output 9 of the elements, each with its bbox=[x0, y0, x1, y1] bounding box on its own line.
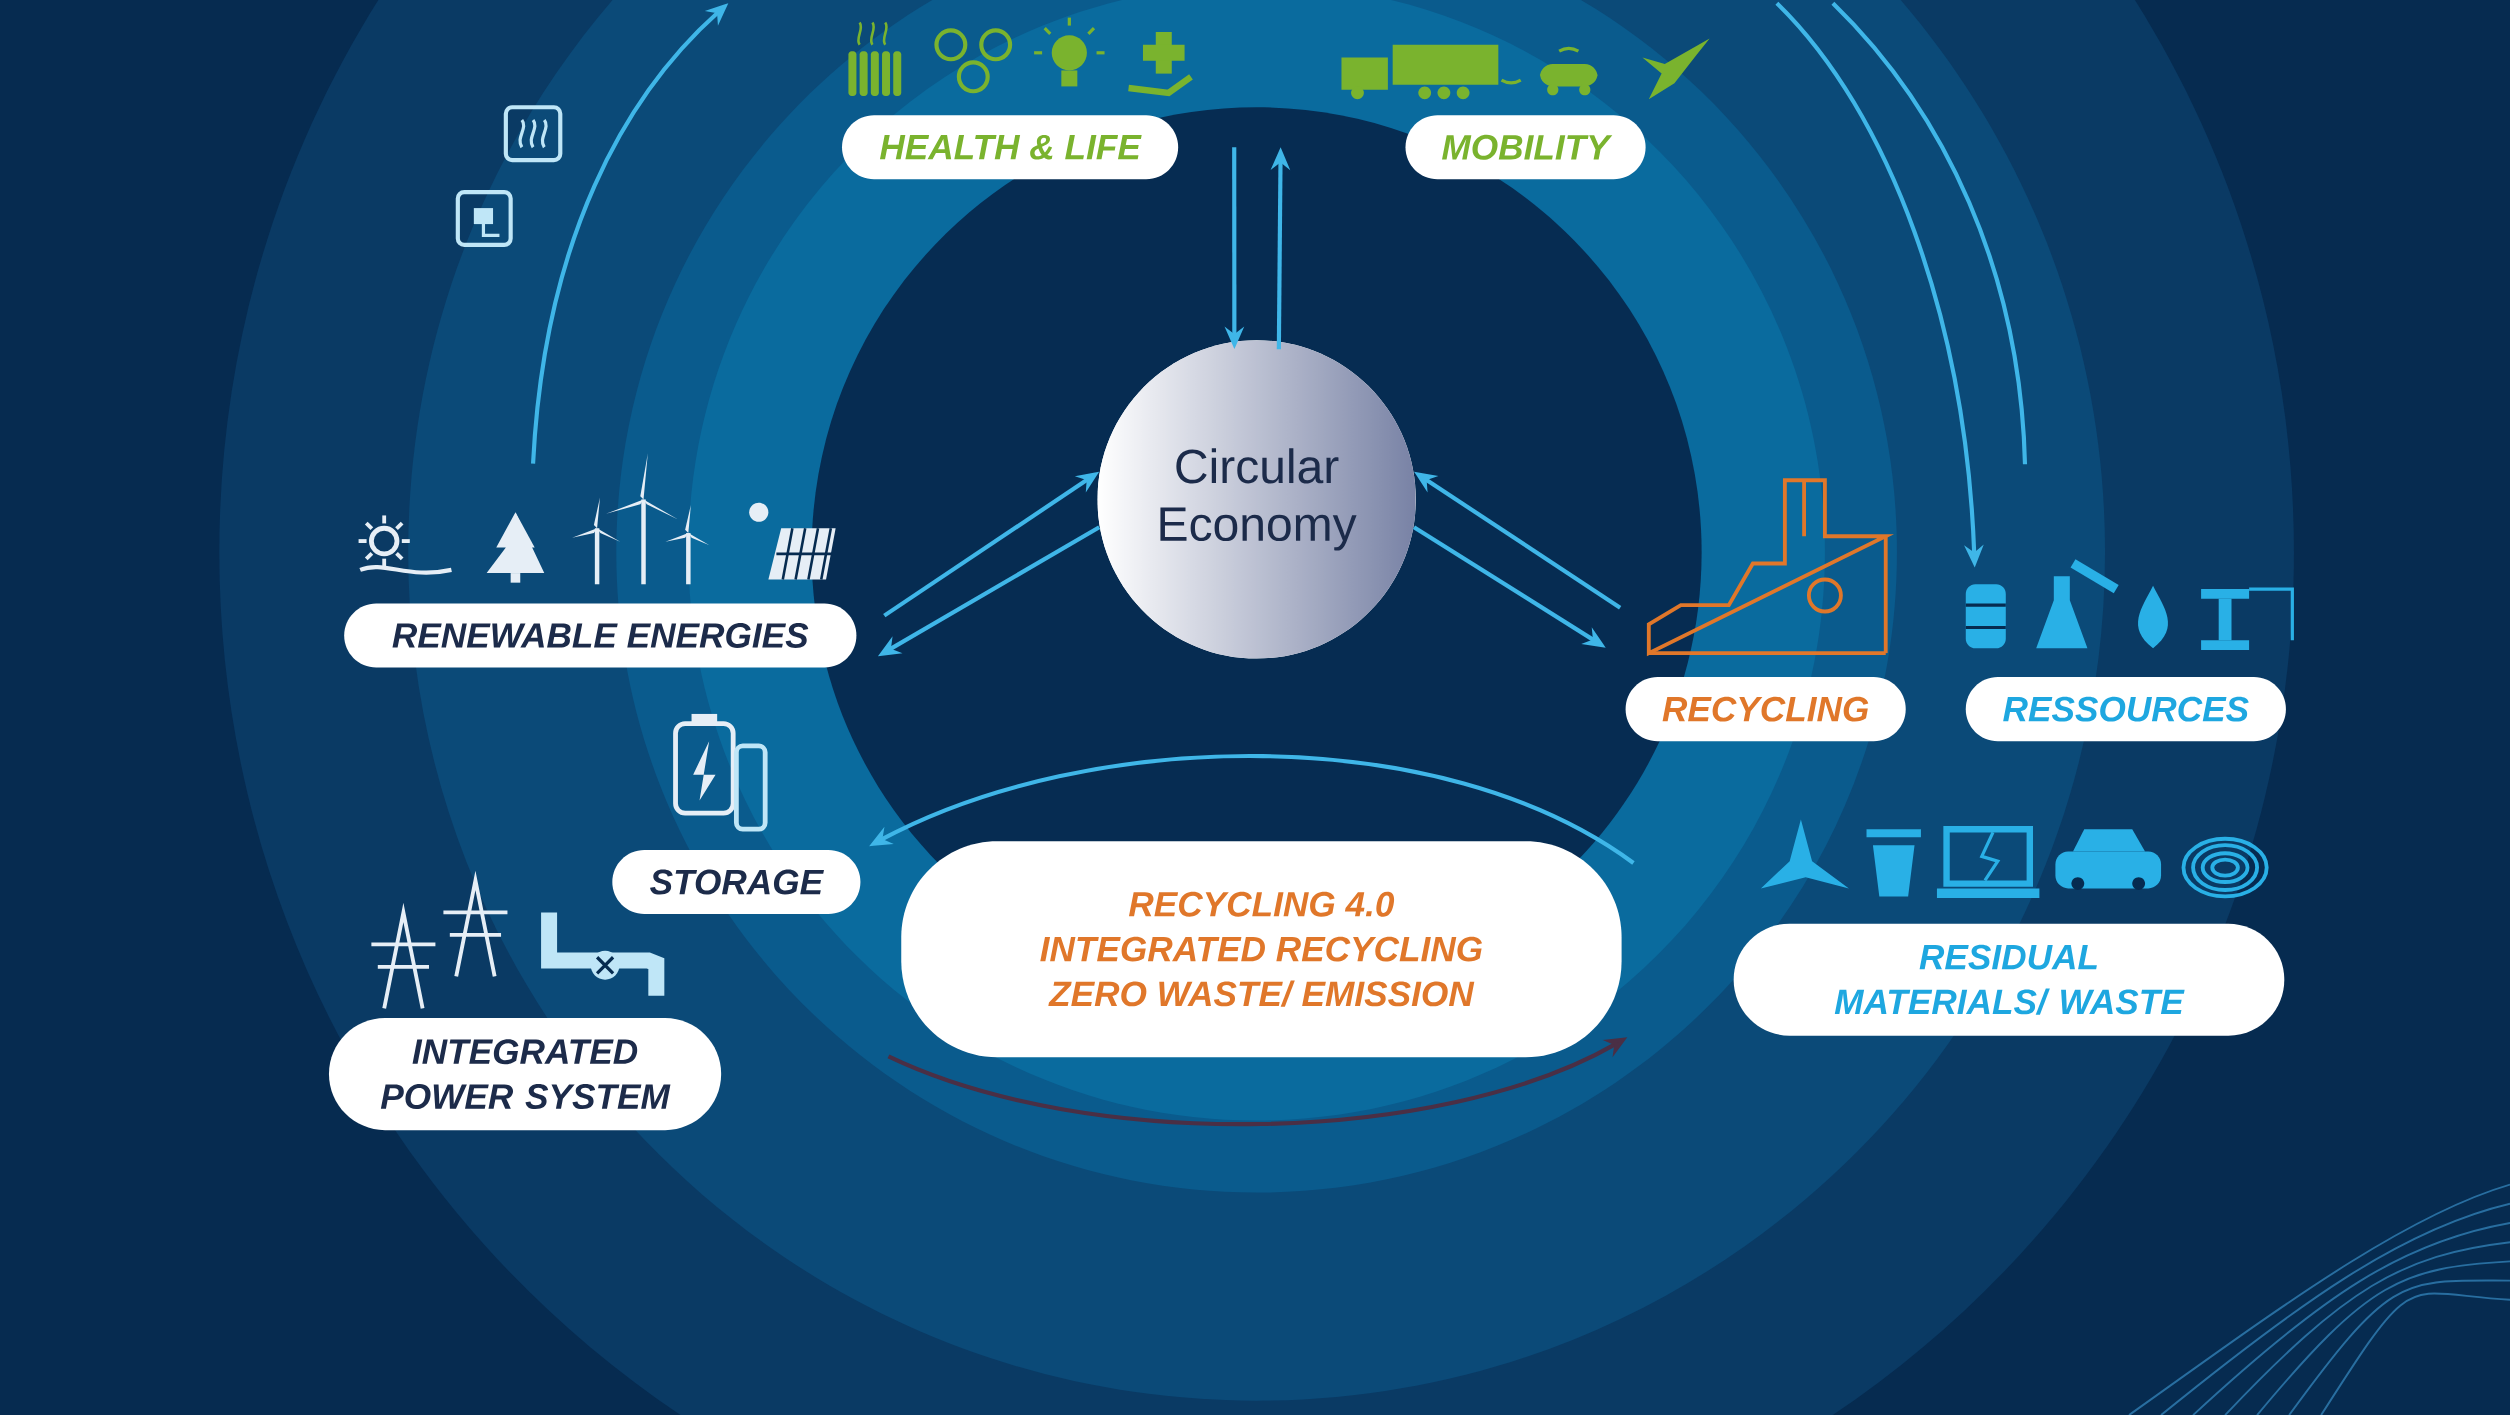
label-pill: MOBILITY bbox=[1405, 115, 1646, 180]
label-pill: RESIDUAL MATERIALS/ WASTE bbox=[1733, 923, 2285, 1036]
label-pill: RECYCLING 4.0 INTEGRATED RECYCLING ZERO WASTE/ EMISSION bbox=[901, 841, 1622, 1058]
label-pill: RESSOURCES bbox=[1965, 677, 2286, 742]
label-pill: INTEGRATED POWER SYSTEM bbox=[328, 1018, 722, 1131]
label-pill: HEALTH & LIFE bbox=[842, 115, 1179, 180]
label-pill: STORAGE bbox=[612, 849, 861, 914]
label-pill: RENEWABLE ENERGIES bbox=[344, 603, 857, 668]
label-pill: RECYCLING bbox=[1625, 677, 1906, 742]
